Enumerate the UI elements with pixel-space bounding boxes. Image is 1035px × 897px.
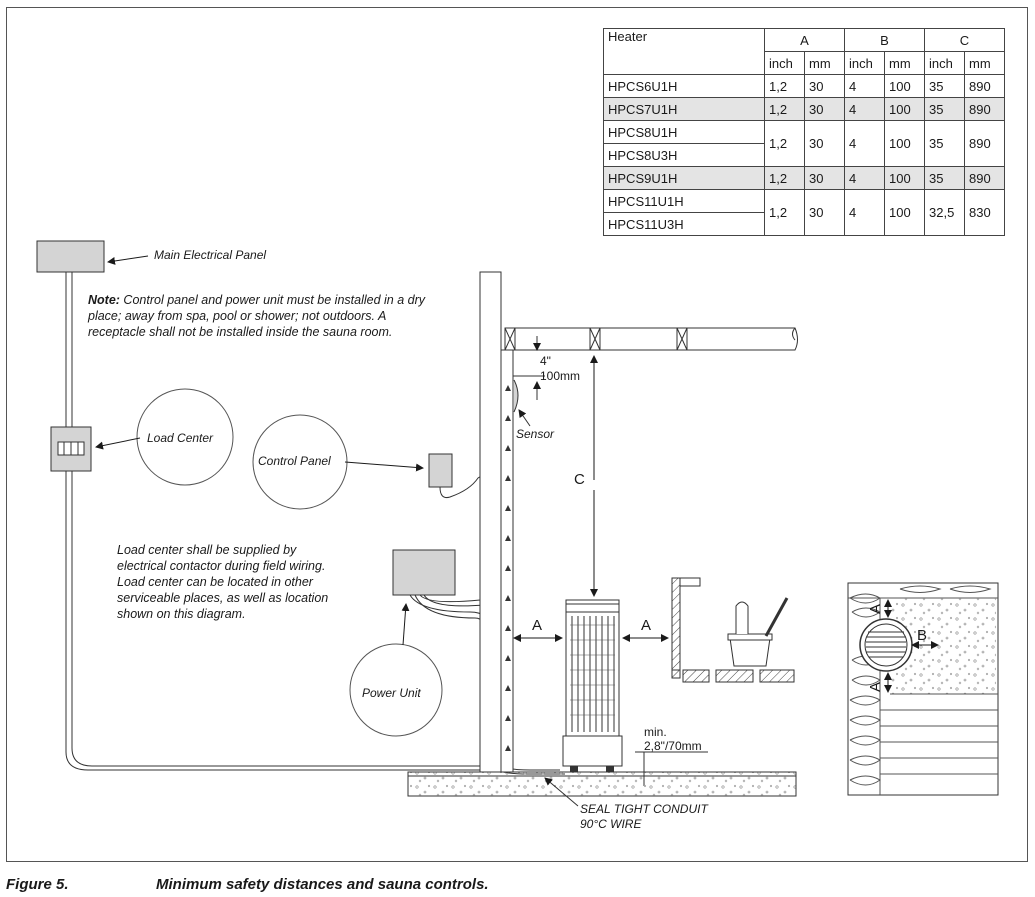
distance-value-cell: 35 <box>924 166 965 190</box>
distance-value-cell: 100 <box>884 120 925 167</box>
distance-value-cell: 890 <box>964 74 1005 98</box>
note-text: Control panel and power unit must be ins… <box>88 293 425 339</box>
power-unit-box <box>392 549 456 596</box>
heater-model-cell: HPCS8U3H <box>603 143 765 167</box>
sauna-bucket <box>727 597 789 667</box>
distance-value-cell: 30 <box>804 189 845 236</box>
distance-value-cell: 1,2 <box>764 189 805 236</box>
inset-a-bottom-label: A <box>867 682 884 692</box>
figure-title: Minimum safety distances and sauna contr… <box>156 876 489 893</box>
heater-model-cell: HPCS11U1H <box>603 189 765 213</box>
distance-value-cell: 32,5 <box>924 189 965 236</box>
distance-value-cell: 1,2 <box>764 74 805 98</box>
conduit-label-1: SEAL TIGHT CONDUIT <box>580 802 709 816</box>
distance-value-cell: 35 <box>924 120 965 167</box>
dim-4in-label: 4" <box>540 354 551 368</box>
distance-value-cell: 890 <box>964 166 1005 190</box>
table-row: HPCS11U3H <box>603 212 1005 236</box>
inset-plan-view <box>847 582 999 796</box>
distance-value-cell: 4 <box>844 166 885 190</box>
unit-cell: mm <box>964 51 1005 75</box>
header-heater: Heater <box>603 28 765 75</box>
header-c: C <box>924 28 1005 52</box>
conduit-label-2: 90°C WIRE <box>580 817 642 831</box>
sensor-label: Sensor <box>516 427 555 441</box>
ceiling <box>504 327 798 351</box>
note-bold: Note: <box>88 293 120 307</box>
distance-value-cell: 100 <box>884 97 925 121</box>
power-unit-callout <box>349 643 443 737</box>
dim-a-left-label: A <box>532 617 542 634</box>
distance-value-cell: 1,2 <box>764 120 805 167</box>
distance-value-cell: 1,2 <box>764 166 805 190</box>
wall-battens <box>505 385 511 751</box>
floor <box>407 771 797 797</box>
distance-value-cell: 4 <box>844 97 885 121</box>
heater-model-cell: HPCS9U1H <box>603 166 765 190</box>
distance-value-cell: 100 <box>884 166 925 190</box>
distance-value-cell: 30 <box>804 166 845 190</box>
dim-a-right-label: A <box>641 617 651 634</box>
distance-value-cell: 830 <box>964 189 1005 236</box>
load-center-note: Load center shall be supplied by electri… <box>117 543 329 621</box>
header-a: A <box>764 28 845 52</box>
min-label: min. <box>644 725 667 739</box>
inset-a-top-label: A <box>867 604 884 614</box>
header-b: B <box>844 28 925 52</box>
table-row: HPCS8U3H <box>603 143 1005 167</box>
heater-model-cell: HPCS11U3H <box>603 212 765 236</box>
distance-value-cell: 35 <box>924 97 965 121</box>
safety-distance-table: Heater A B C inch mm inch mm inch mm HPC… <box>603 28 1005 236</box>
unit-cell: mm <box>804 51 845 75</box>
main-electrical-panel <box>36 240 105 273</box>
unit-cell: inch <box>764 51 805 75</box>
main-supply-conduit <box>65 272 500 771</box>
dim-100mm-label: 100mm <box>540 369 580 383</box>
distance-value-cell: 35 <box>924 74 965 98</box>
distance-value-cell: 100 <box>884 189 925 236</box>
sensor <box>513 379 519 413</box>
table-units-row: inch mm inch mm inch mm <box>604 51 1005 75</box>
distance-value-cell: 4 <box>844 189 885 236</box>
figure-frame <box>6 7 1028 862</box>
unit-cell: mm <box>884 51 925 75</box>
inset-b-label: B <box>917 627 927 644</box>
control-panel-label: Control Panel <box>258 454 331 468</box>
figure-number: Figure 5. <box>6 876 69 893</box>
distance-value-cell: 100 <box>884 74 925 98</box>
unit-cell: inch <box>924 51 965 75</box>
distance-value-cell: 30 <box>804 74 845 98</box>
sauna-bench <box>671 577 795 683</box>
load-center-callout <box>136 388 234 486</box>
load-center-label: Load Center <box>147 431 214 445</box>
distance-value-cell: 890 <box>964 97 1005 121</box>
distance-value-cell: 30 <box>804 97 845 121</box>
sauna-heater <box>562 599 623 772</box>
distance-value-cell: 4 <box>844 74 885 98</box>
table-header-row: Heater A B C <box>603 28 1005 75</box>
distance-value-cell: 890 <box>964 120 1005 167</box>
installation-note: Note: Control panel and power unit must … <box>88 292 433 340</box>
distance-value-cell: 4 <box>844 120 885 167</box>
dim-c-label: C <box>574 471 585 488</box>
figure-caption: Figure 5. Minimum safety distances and sa… <box>6 876 489 893</box>
heater-model-cell: HPCS6U1H <box>603 74 765 98</box>
heater-model-cell: HPCS7U1H <box>603 97 765 121</box>
main-panel-label: Main Electrical Panel <box>154 248 266 262</box>
unit-cell: inch <box>844 51 885 75</box>
min-value-label: 2,8"/70mm <box>644 739 702 753</box>
power-unit-label: Power Unit <box>362 686 421 700</box>
distance-value-cell: 1,2 <box>764 97 805 121</box>
distance-value-cell: 30 <box>804 120 845 167</box>
control-panel-box <box>428 453 453 488</box>
sauna-wall <box>479 271 502 773</box>
heater-model-cell: HPCS8U1H <box>603 120 765 144</box>
